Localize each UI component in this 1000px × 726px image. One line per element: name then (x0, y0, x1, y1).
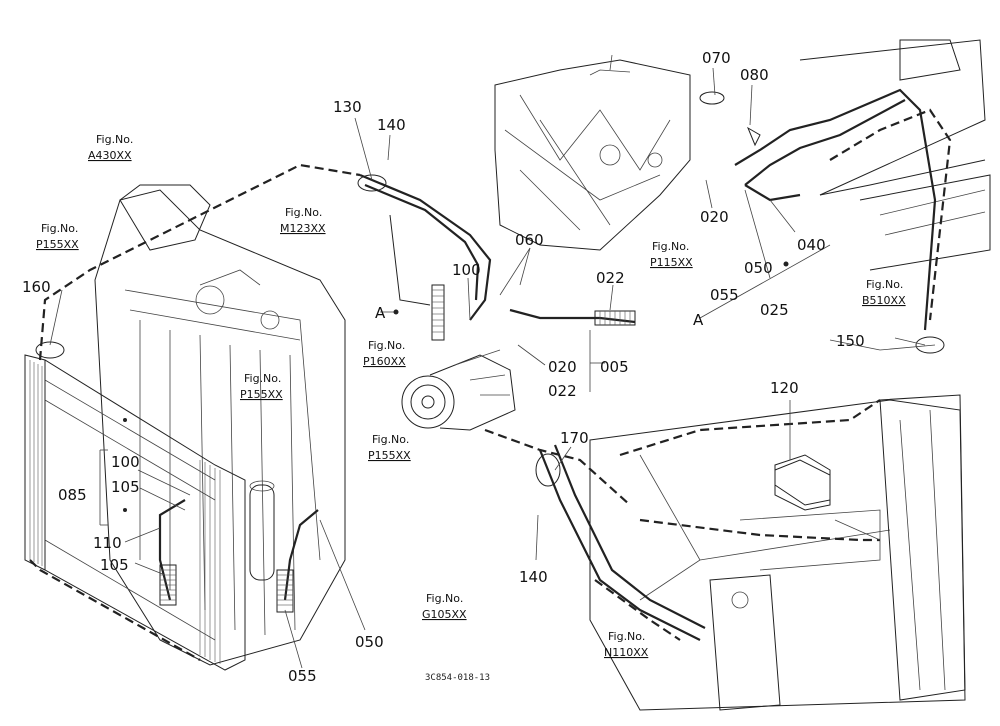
section-marker-a: A (375, 304, 386, 322)
fig-ref-label: Fig.No. (652, 240, 689, 253)
callout-100: 100 (452, 261, 481, 279)
drawing-code: 3C854-018-13 (425, 673, 490, 683)
callout-120: 120 (770, 379, 799, 397)
fig-ref-label: Fig.No. (41, 222, 78, 235)
chassis-frame-drawing (589, 394, 966, 711)
figure-references: Fig.No. A430XX Fig.No. M123XX Fig.No. P1… (36, 133, 906, 659)
callout-070: 070 (702, 49, 731, 67)
marker-dot (123, 508, 127, 512)
leader-lines (49, 67, 936, 669)
callout-022: 022 (548, 382, 577, 400)
fig-ref-p155xx: P155XX (368, 449, 411, 462)
marker-dot (393, 309, 399, 315)
fig-ref-g105xx: G105XX (422, 608, 467, 621)
callout-110: 110 (93, 534, 122, 552)
callout-080: 080 (740, 66, 769, 84)
fig-ref-m123xx: M123XX (280, 222, 326, 235)
callout-150: 150 (836, 332, 865, 350)
receiver-drier-drawing (249, 480, 275, 581)
callout-020: 020 (548, 358, 577, 376)
callout-105: 105 (100, 556, 129, 574)
fig-ref-p115xx: P115XX (650, 256, 693, 269)
marker-dot (123, 418, 127, 422)
callout-140: 140 (519, 568, 548, 586)
callout-085: 085 (58, 486, 87, 504)
fig-ref-label: Fig.No. (368, 339, 405, 352)
fig-ref-n110xx: N110XX (604, 646, 649, 659)
callout-050: 050 (355, 633, 384, 651)
fig-ref-b510xx: B510XX (862, 294, 906, 307)
compressor-drawing (401, 349, 516, 431)
callout-130: 130 (333, 98, 362, 116)
fig-ref-p155xx: P155XX (240, 388, 283, 401)
callout-055: 055 (288, 667, 317, 685)
part-callouts: 130 140 070 080 060 100 022 020 020 022 … (22, 49, 865, 685)
callout-040: 040 (797, 236, 826, 254)
callout-170: 170 (560, 429, 589, 447)
hose-clamps (35, 91, 945, 487)
fig-ref-p160xx: P160XX (363, 355, 406, 368)
callout-060: 060 (515, 231, 544, 249)
callout-022: 022 (596, 269, 625, 287)
fig-ref-label: Fig.No. (244, 372, 281, 385)
section-marker-a: A (693, 311, 704, 329)
frame-rail-drawing (799, 39, 991, 271)
callout-020: 020 (700, 208, 729, 226)
callout-050: 050 (744, 259, 773, 277)
callout-105: 105 (111, 478, 140, 496)
callout-005: 005 (600, 358, 629, 376)
ac-hoses (29, 88, 952, 661)
condenser-drawing (24, 354, 246, 671)
fig-ref-label: Fig.No. (426, 592, 463, 605)
engine-block-drawing (494, 54, 691, 251)
fig-ref-label: Fig.No. (372, 433, 409, 446)
fig-ref-label: Fig.No. (608, 630, 645, 643)
callout-100: 100 (111, 453, 140, 471)
callout-140: 140 (377, 116, 406, 134)
bracket-120-drawing (774, 459, 831, 511)
callout-055: 055 (710, 286, 739, 304)
marker-dot (783, 261, 789, 267)
callout-160: 160 (22, 278, 51, 296)
fig-ref-label: Fig.No. (285, 206, 322, 219)
fig-ref-label: Fig.No. (866, 278, 903, 291)
callout-025: 025 (760, 301, 789, 319)
fig-ref-label: Fig.No. (96, 133, 133, 146)
fig-ref-p155xx: P155XX (36, 238, 79, 251)
fig-ref-a430xx: A430XX (88, 149, 132, 162)
